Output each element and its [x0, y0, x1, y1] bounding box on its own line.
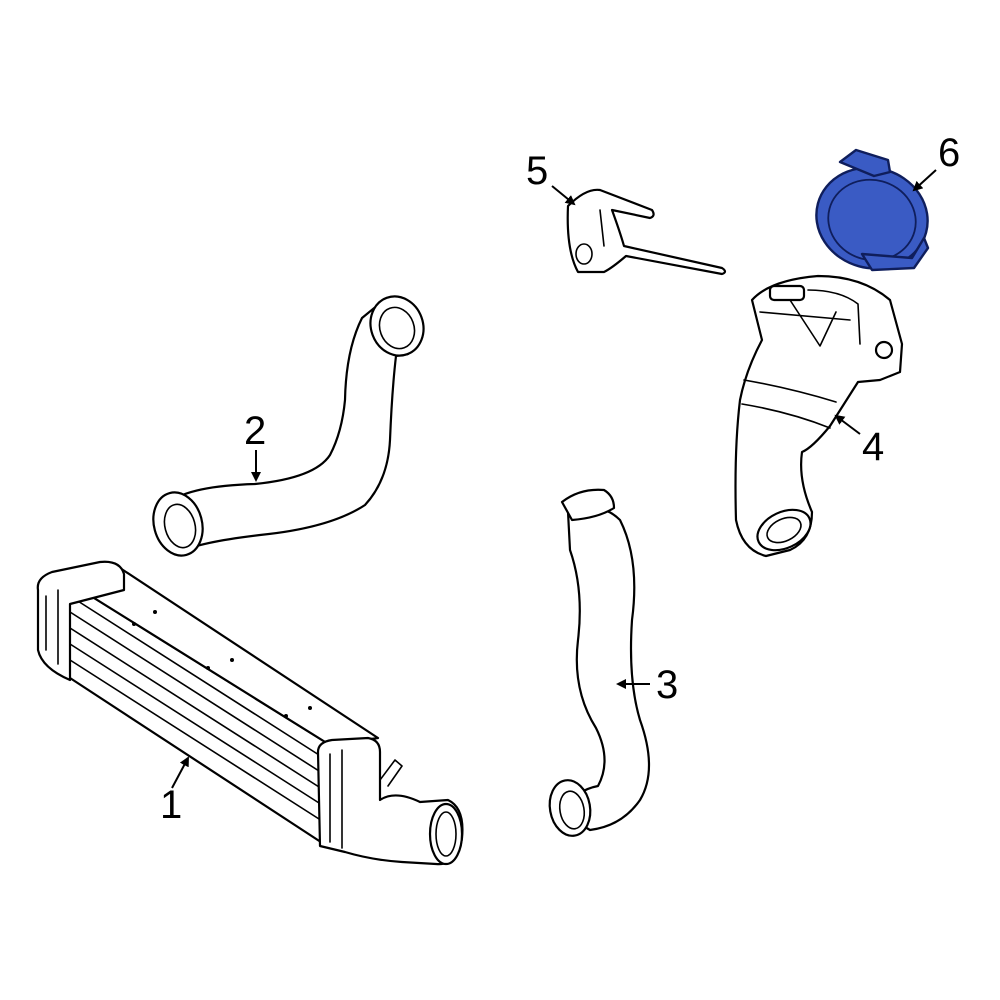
- part-5-bracket[interactable]: [566, 188, 727, 276]
- leader-5: [551, 185, 576, 206]
- callout-1: 1: [160, 783, 182, 827]
- callout-5: 5: [526, 149, 548, 193]
- part-1-intercooler[interactable]: [36, 560, 464, 866]
- leader-6: [912, 169, 937, 192]
- leader-1: [171, 756, 189, 789]
- callout-6: 6: [938, 131, 960, 175]
- callout-4: 4: [862, 425, 884, 469]
- callout-3: 3: [656, 663, 678, 707]
- part-3-hose[interactable]: [545, 488, 651, 839]
- part-2-hose[interactable]: [147, 289, 432, 561]
- part-6-clamp[interactable]: [805, 148, 939, 281]
- leader-4: [834, 414, 861, 435]
- callout-2: 2: [244, 409, 266, 453]
- part-4-housing[interactable]: [734, 274, 904, 558]
